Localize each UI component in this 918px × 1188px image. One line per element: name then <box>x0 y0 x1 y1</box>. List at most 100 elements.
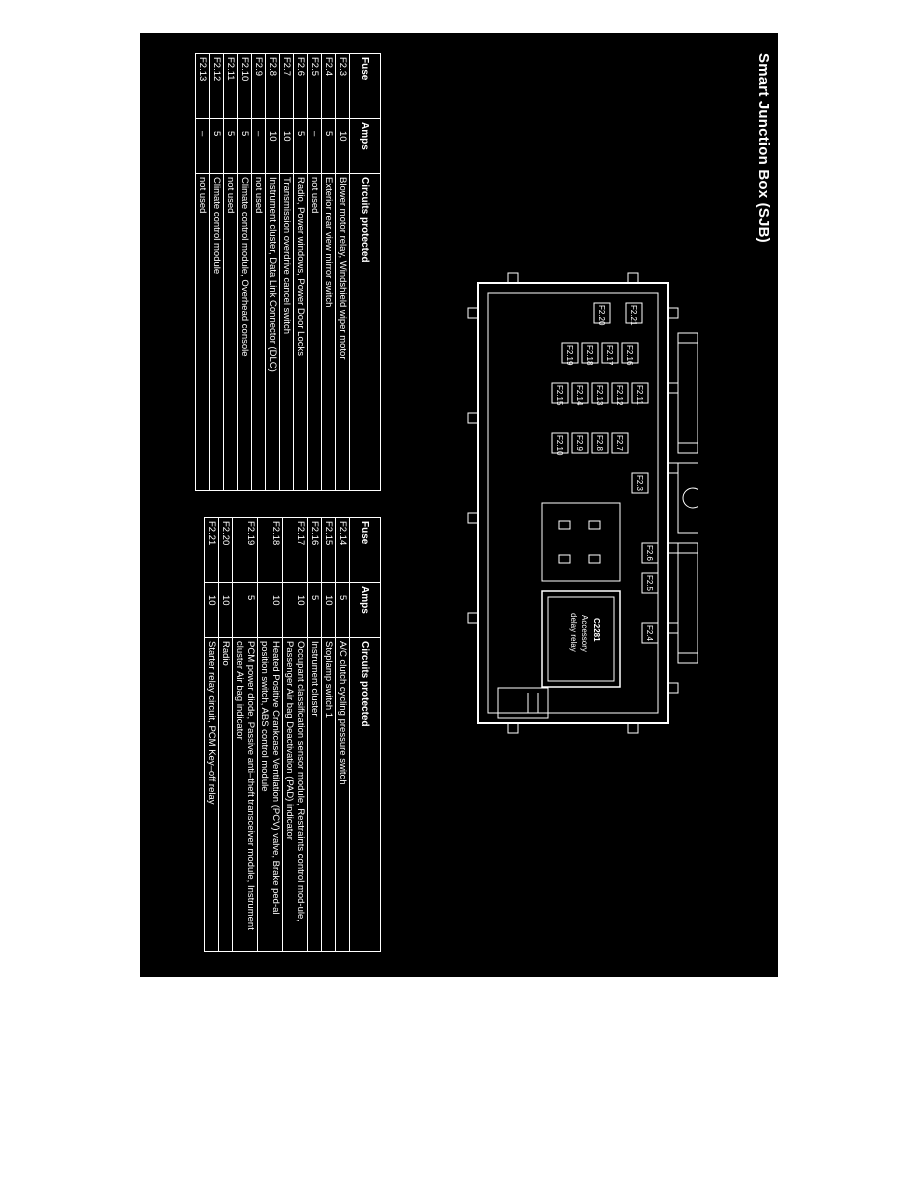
circuit-cell: Heated Positive Crankcase Ventilation (P… <box>257 637 283 952</box>
fuse-cell: F2.3 <box>335 53 350 119</box>
fuse-slot <box>625 302 643 324</box>
table-row: F2.9–not used <box>251 53 266 491</box>
fuse-slot-label: F2.16 <box>625 345 634 366</box>
side-connectors <box>677 332 698 664</box>
fuse-slot-label: F2.6 <box>645 545 654 562</box>
circuit-cell: Occupant classification sensor module, R… <box>282 637 308 952</box>
amps-cell: 5 <box>209 118 224 174</box>
rotated-content: Smart Junction Box (SJB) <box>140 33 778 977</box>
circuit-cell: Exterior rear view mirror switch <box>321 173 336 491</box>
housing-tabs <box>467 272 679 734</box>
fuse-cell: F2.8 <box>265 53 280 119</box>
relay-name-line2: delay relay <box>569 613 578 652</box>
fuse-slot <box>641 542 659 564</box>
amps-cell: 10 <box>282 582 308 638</box>
amps-cell: 10 <box>279 118 294 174</box>
amps-cell: – <box>307 118 322 174</box>
relay-name-line1: Accessory <box>580 615 589 652</box>
amps-cell: 10 <box>218 582 233 638</box>
fuse-cell: F2.17 <box>282 517 308 583</box>
fuse-slot <box>581 342 599 364</box>
amps-cell: 5 <box>335 582 350 638</box>
fuse-slot <box>591 432 609 454</box>
col-header-circuits: Circuits protected <box>349 173 381 491</box>
fuse-cell: F2.20 <box>218 517 233 583</box>
amps-cell: 5 <box>232 582 258 638</box>
document-panel: Smart Junction Box (SJB) <box>140 33 778 977</box>
fuse-cell: F2.11 <box>223 53 238 119</box>
fuse-slot-label: F2.13 <box>595 385 604 406</box>
fuse-cell: F2.18 <box>257 517 283 583</box>
circuit-cell: Transmission overdrive cancel switch <box>279 173 294 491</box>
fuse-slot-label: F2.19 <box>565 345 574 366</box>
fuse-slot-label: F2.21 <box>629 305 638 326</box>
circuit-cell: not used <box>307 173 322 491</box>
fuse-slot <box>631 382 649 404</box>
amps-cell: 5 <box>223 118 238 174</box>
fuse-slot <box>601 342 619 364</box>
fuse-cell: F2.7 <box>279 53 294 119</box>
fuse-slot-label: F2.11 <box>635 385 644 405</box>
col-header-fuse: Fuse <box>349 53 381 119</box>
fuse-slot-label: F2.9 <box>575 435 584 452</box>
fuse-cell: F2.5 <box>307 53 322 119</box>
circuit-cell: Climate control module, Overhead console <box>237 173 252 491</box>
circuit-cell: Radio <box>218 637 233 952</box>
fuse-slot-label: F2.5 <box>645 575 654 592</box>
circuit-cell: Instrument cluster <box>307 637 322 952</box>
circuit-cell: Blower motor relay, Windshield wiper mot… <box>335 173 350 491</box>
col-header-amps: Amps <box>349 118 381 174</box>
fuse-slot-label: F2.12 <box>615 385 624 406</box>
circuit-cell: Instrument cluster, Data Link Connector … <box>265 173 280 491</box>
fuse-slot-label: F2.8 <box>595 435 604 452</box>
fuse-slot <box>641 622 659 644</box>
circuit-cell: not used <box>251 173 266 491</box>
sjb-housing <box>477 282 669 724</box>
circuit-cell: not used <box>223 173 238 491</box>
amps-cell: – <box>195 118 210 174</box>
circuit-cell: Radio, Power windows, Power Door Locks <box>293 173 308 491</box>
plug-component <box>497 687 549 719</box>
amps-cell: 10 <box>335 118 350 174</box>
fuse-slot-label: F2.4 <box>645 625 654 642</box>
fuse-slot <box>631 472 649 494</box>
fuse-cell: F2.21 <box>204 517 219 583</box>
fuse-slot <box>621 342 639 364</box>
fuse-slot-label: F2.17 <box>605 345 614 366</box>
fuse-slot-label: F2.3 <box>635 475 644 492</box>
fuse-cell: F2.19 <box>232 517 258 583</box>
fuse-cell: F2.13 <box>195 53 210 119</box>
relay-id-label: C2281 <box>592 618 601 642</box>
amps-cell: 5 <box>307 582 322 638</box>
sjb-housing-inner <box>487 292 659 714</box>
col-header-amps: Amps <box>349 582 381 638</box>
fuse-cell: F2.14 <box>335 517 350 583</box>
circuit-cell: A/C clutch cycling pressure switch <box>335 637 350 952</box>
circuit-cell: Starter relay circuit, PCM Key–off relay <box>204 637 219 952</box>
fuse-cell: F2.12 <box>209 53 224 119</box>
fuse-cell: F2.15 <box>321 517 336 583</box>
fuse-slot <box>551 432 569 454</box>
relay-sockets <box>541 502 621 582</box>
fuse-slot <box>593 302 611 324</box>
fuse-slot <box>611 432 629 454</box>
fuse-slot <box>571 382 589 404</box>
fuse-slot-label: F2.14 <box>575 385 584 406</box>
fuse-cell: F2.10 <box>237 53 252 119</box>
fuse-slot-label: F2.15 <box>555 385 564 406</box>
circuit-cell: not used <box>195 173 210 491</box>
fuse-slot-label: F2.18 <box>585 345 594 366</box>
amps-cell: 10 <box>265 118 280 174</box>
